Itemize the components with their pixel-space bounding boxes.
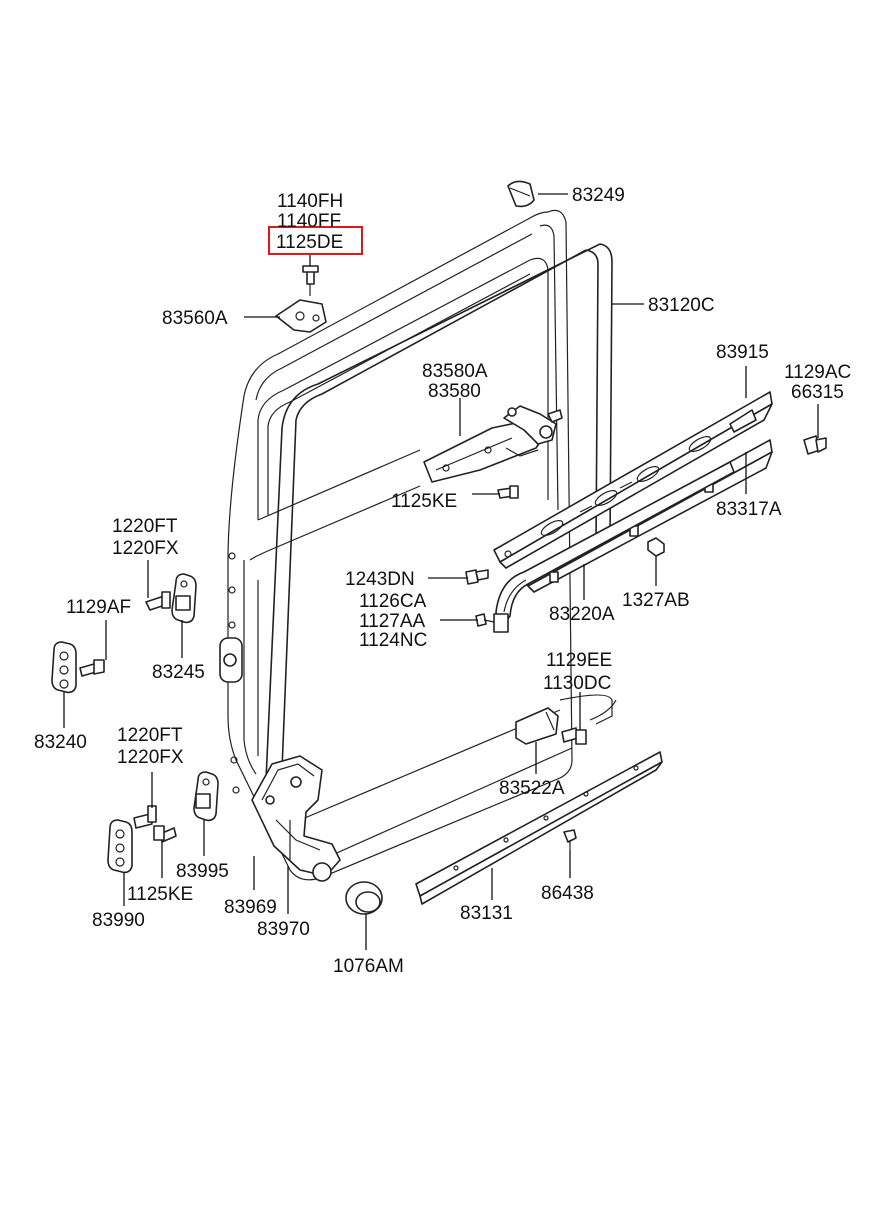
- weatherstrip-part: [265, 243, 613, 781]
- curved-rail-83220a-part: [465, 461, 735, 633]
- striker-83245-part: [145, 573, 197, 624]
- label-1076am: 1076AM: [333, 956, 404, 977]
- label-1220fx-a: 1220FX: [112, 538, 179, 559]
- label-1127aa: 1127AA: [359, 611, 426, 632]
- sill-strip-83131-part: [415, 751, 663, 905]
- label-1327ab: 1327AB: [622, 590, 690, 611]
- label-83580: 83580: [428, 381, 481, 402]
- shim-83990-part: [107, 819, 133, 874]
- hinge-83970-part: [251, 755, 341, 882]
- door-frame: [219, 209, 617, 881]
- part-labels: 1140FH 1140FF 1125DE 83249 83120C 83560A…: [34, 185, 851, 977]
- label-1243dn: 1243DN: [345, 569, 415, 590]
- shim-83240-part: [51, 641, 105, 694]
- label-1129af: 1129AF: [66, 597, 131, 618]
- highlight-box-1125de: [268, 226, 363, 255]
- label-1126ca: 1126CA: [359, 591, 427, 612]
- center-rail-83915-part: [493, 391, 827, 569]
- label-83131: 83131: [460, 903, 513, 924]
- label-1129ac: 1129AC: [784, 362, 851, 383]
- label-83240: 83240: [34, 732, 87, 753]
- label-1125ke-top: 1125KE: [391, 491, 457, 512]
- label-83970: 83970: [257, 919, 310, 940]
- label-83580a: 83580A: [422, 361, 488, 382]
- label-83317a: 83317A: [716, 499, 782, 520]
- label-83915: 83915: [716, 342, 769, 363]
- label-1124nc: 1124NC: [359, 630, 427, 651]
- label-1140fh: 1140FH: [277, 191, 343, 212]
- label-83522a: 83522A: [499, 778, 565, 799]
- label-1125de: 1125DE: [276, 232, 343, 253]
- plug-1076am-part: [345, 881, 383, 915]
- label-83245: 83245: [152, 662, 205, 683]
- label-86438: 86438: [541, 883, 594, 904]
- label-1129ee: 1129EE: [546, 650, 612, 671]
- label-66315: 66315: [791, 382, 844, 403]
- label-1220fx-b: 1220FX: [117, 747, 184, 768]
- label-83249: 83249: [572, 185, 625, 206]
- bracket-83560a-part: [275, 265, 327, 333]
- label-1140ff: 1140FF: [277, 211, 341, 232]
- label-83969: 83969: [224, 897, 277, 918]
- label-83560a: 83560A: [162, 308, 228, 329]
- label-83120c: 83120C: [648, 295, 715, 316]
- label-1220ft-b: 1220FT: [117, 725, 183, 746]
- upper-rail-83580-part: [423, 405, 563, 499]
- striker-83995-part: [133, 771, 219, 843]
- cover-83522a-part: [515, 707, 587, 745]
- label-83220a: 83220A: [549, 604, 615, 625]
- label-1220ft-a: 1220FT: [112, 516, 178, 537]
- leader-lines: [63, 193, 819, 950]
- label-83990: 83990: [92, 910, 145, 931]
- cap-83249-part: [507, 180, 535, 208]
- label-83995: 83995: [176, 861, 229, 882]
- label-1130dc: 1130DC: [543, 673, 611, 694]
- label-1125ke-bottom: 1125KE: [127, 884, 193, 905]
